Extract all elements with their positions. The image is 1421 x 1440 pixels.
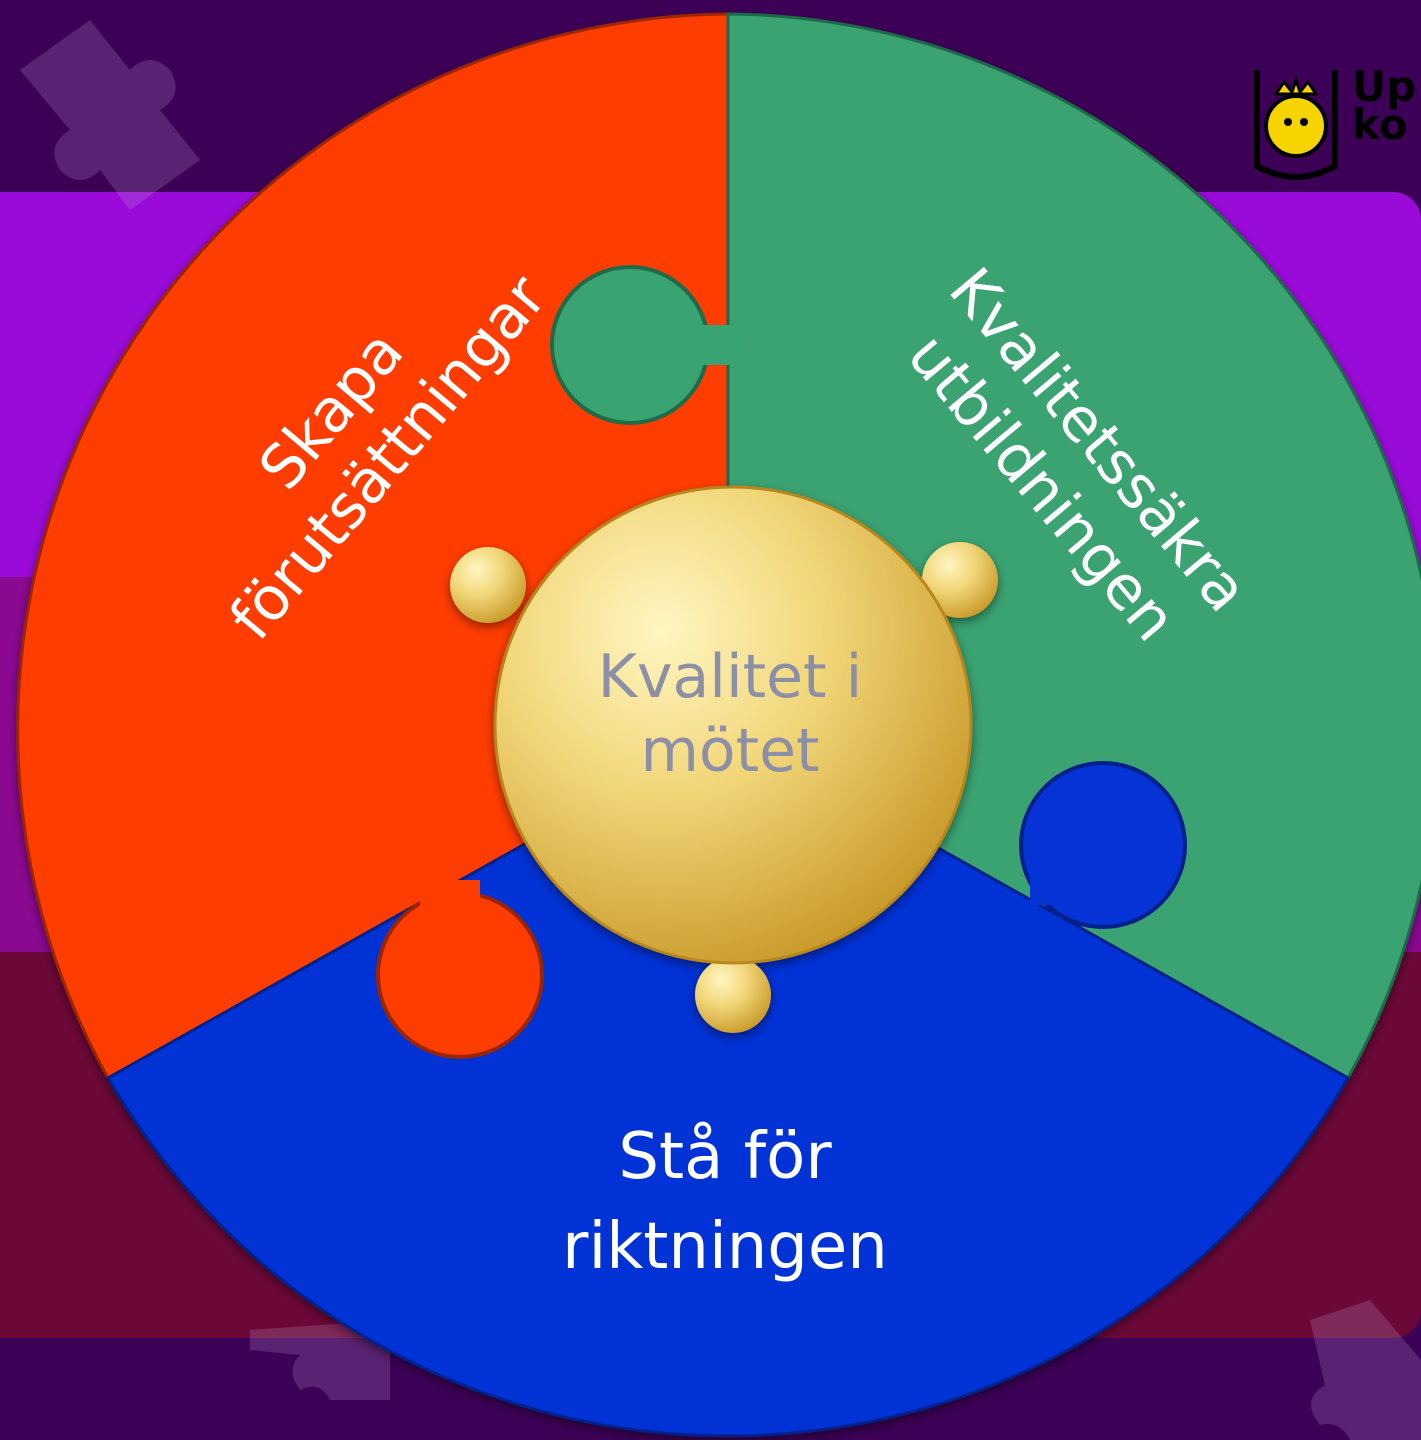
gold-knob-left (450, 547, 526, 623)
background-puzzle-piece-icon (20, 20, 200, 210)
label-sta-for-riktningen: Stå för riktningen (562, 1120, 888, 1284)
gold-knob-bottom (695, 957, 771, 1033)
background-puzzle-piece-icon (1310, 1300, 1421, 1440)
background-puzzle-piece-icon (250, 1320, 390, 1400)
center-circle (493, 485, 973, 965)
label-kvalitet-i-motet: Kvalitet i mötet (597, 642, 863, 786)
kommun-logo-icon (1254, 70, 1338, 180)
logo-text: Up ko (1352, 62, 1417, 149)
gold-knob-right (922, 542, 998, 618)
